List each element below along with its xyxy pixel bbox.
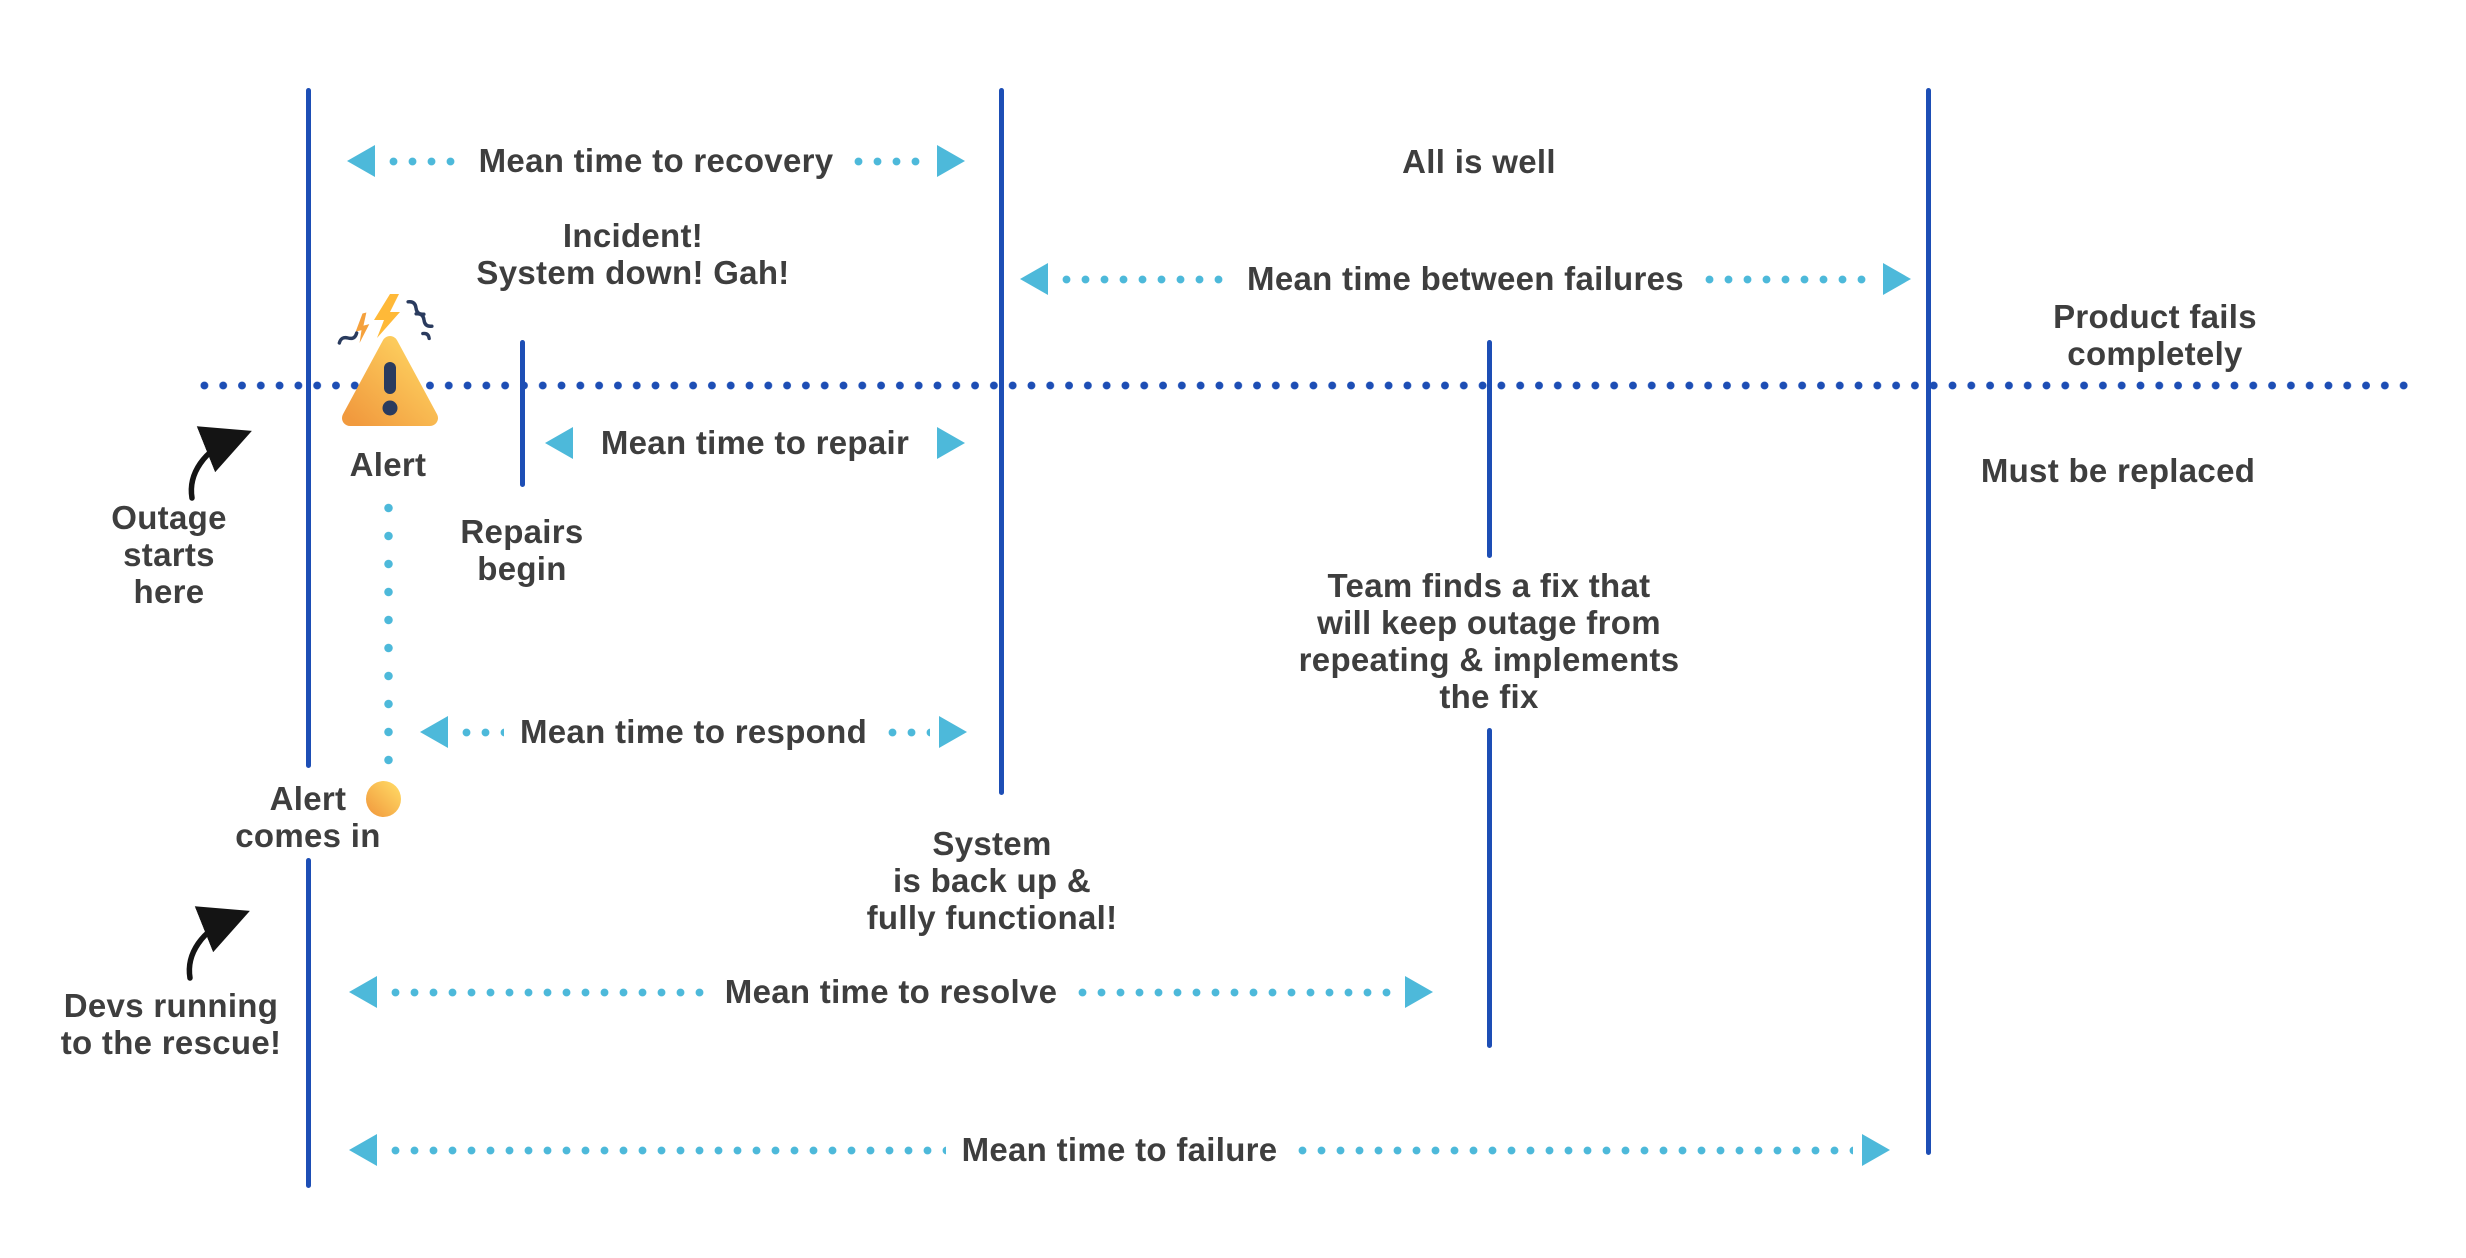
mean-time-to-repair-arrow: Mean time to repair: [545, 424, 965, 461]
mean-time-to-resolve-arrow: Mean time to resolve: [349, 973, 1434, 1010]
arrowhead-left-icon: [349, 1134, 377, 1166]
mean-time-to-resolve-label: Mean time to resolve: [724, 973, 1058, 1010]
must-be-replaced-note: Must be replaced: [1980, 452, 2256, 489]
arrowhead-right-icon: [1862, 1134, 1891, 1166]
mean-time-to-recovery-label: Mean time to recovery: [478, 142, 834, 179]
repairs-begin-label: Repairs begin: [460, 513, 584, 587]
alert-warning-icon: [337, 294, 438, 426]
shake-squiggles-icon: [337, 300, 434, 345]
system-restored-line: [999, 88, 1004, 795]
outage-starts-here-note: Outage starts here: [111, 499, 227, 610]
outage-start-line-upper: [306, 88, 311, 768]
arrowhead-right-icon: [937, 427, 965, 459]
product-failure-line: [1926, 88, 1931, 1155]
alert-comes-in-note: Alert comes in: [235, 780, 381, 854]
mean-time-between-failures-arrow: Mean time between failures: [1020, 260, 1911, 297]
team-finds-fix-note: Team finds a fix that will keep outage f…: [1298, 567, 1680, 715]
main-dotted-timeline: [195, 381, 2412, 390]
mean-time-to-failure-arrow: Mean time to failure: [349, 1131, 1891, 1168]
arrowhead-left-icon: [347, 145, 375, 177]
outage-start-line-lower: [306, 858, 311, 1188]
mean-time-to-repair-label: Mean time to repair: [600, 424, 910, 461]
mean-time-to-respond-label: Mean time to respond: [519, 713, 868, 750]
exclamation-mark: [382, 362, 398, 416]
mean-time-to-respond-arrow: Mean time to respond: [420, 713, 968, 750]
devs-running-note: Devs running to the rescue!: [60, 987, 282, 1061]
alert-label: Alert: [349, 446, 427, 483]
all-is-well-note: All is well: [1402, 143, 1556, 180]
repairs-begin-tick: [520, 340, 525, 487]
outage-pointer-curved-arrow-icon: [188, 426, 252, 501]
arrowhead-left-icon: [1020, 263, 1048, 295]
fix-implemented-line-upper: [1487, 340, 1492, 558]
alert-drop-dotted-line: [384, 494, 393, 772]
arrowhead-left-icon: [545, 427, 573, 459]
lightning-bolt-icon: [355, 294, 400, 344]
arrowhead-right-icon: [939, 716, 968, 748]
arrowhead-right-icon: [1883, 263, 1911, 295]
product-fails-note: Product fails completely: [2053, 298, 2257, 372]
arrowhead-right-icon: [1405, 976, 1434, 1008]
incident-note: Incident! System down! Gah!: [476, 217, 790, 291]
arrowhead-left-icon: [420, 716, 448, 748]
alert-event-dot-icon: [366, 781, 401, 817]
fix-implemented-line-lower: [1487, 728, 1492, 1048]
mean-time-between-failures-label: Mean time between failures: [1247, 260, 1684, 297]
arrowhead-right-icon: [937, 145, 966, 177]
arrowhead-left-icon: [349, 976, 377, 1008]
devs-pointer-curved-arrow-icon: [186, 906, 250, 981]
system-back-up-note: System is back up & fully functional!: [866, 825, 1118, 936]
mean-time-to-failure-label: Mean time to failure: [961, 1131, 1278, 1168]
mean-time-to-recovery-arrow: Mean time to recovery: [347, 142, 966, 179]
